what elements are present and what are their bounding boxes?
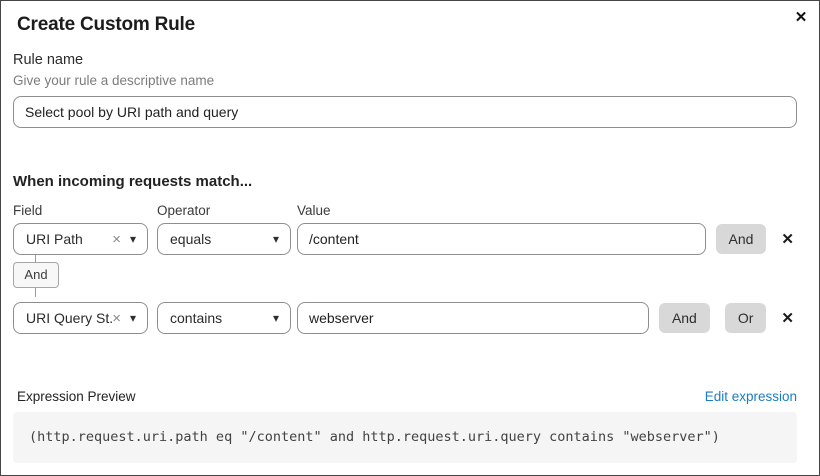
edit-expression-link[interactable]: Edit expression: [704, 389, 797, 404]
rule-name-label: Rule name: [13, 52, 84, 68]
delete-row-icon[interactable]: ✕: [781, 309, 794, 327]
clear-icon[interactable]: ×: [112, 309, 121, 327]
and-button[interactable]: And: [658, 303, 710, 333]
operator-column-label: Operator: [157, 203, 211, 218]
dialog-content: Rule name Give your rule a descriptive n…: [1, 52, 819, 463]
match-heading: When incoming requests match...: [13, 173, 253, 190]
delete-row-icon[interactable]: ✕: [781, 230, 794, 248]
connector-line: [35, 255, 36, 262]
chevron-down-icon: ▾: [272, 232, 279, 246]
field-select[interactable]: URI Query St... × ▾: [13, 302, 148, 334]
and-button[interactable]: And: [715, 224, 767, 254]
value-input[interactable]: [297, 223, 706, 255]
field-select-value: URI Path: [26, 231, 83, 247]
page-title: Create Custom Rule: [17, 14, 195, 35]
operator-select-value: contains: [170, 310, 223, 326]
expression-header: Expression Preview Edit expression: [13, 389, 797, 404]
column-labels: Field Operator Value: [13, 203, 797, 218]
value-column-label: Value: [297, 203, 331, 218]
row-connector: And: [13, 255, 797, 297]
condition-row-2: URI Query St... × ▾ contains ▾ And Or ✕: [13, 302, 797, 334]
chevron-down-icon: ▾: [129, 311, 136, 325]
condition-row-1: URI Path × ▾ equals ▾ And ✕: [13, 223, 797, 255]
chevron-down-icon: ▾: [272, 311, 279, 325]
expression-preview-label: Expression Preview: [17, 389, 136, 404]
field-column-label: Field: [13, 203, 43, 218]
expression-code-block: (http.request.uri.path eq "/content" and…: [13, 412, 797, 463]
close-icon[interactable]: ✕: [790, 7, 812, 29]
value-input[interactable]: [297, 302, 649, 334]
rule-name-helper: Give your rule a descriptive name: [13, 73, 215, 88]
field-select[interactable]: URI Path × ▾: [13, 223, 148, 255]
or-button[interactable]: Or: [724, 303, 767, 333]
clear-icon[interactable]: ×: [112, 230, 121, 248]
connector-line: [35, 288, 36, 297]
operator-select[interactable]: equals ▾: [157, 223, 291, 255]
chevron-down-icon: ▾: [129, 232, 136, 246]
expression-text: (http.request.uri.path eq "/content" and…: [29, 429, 720, 445]
dialog-header: Create Custom Rule ✕: [1, 1, 819, 36]
operator-select-value: equals: [170, 231, 212, 247]
operator-select[interactable]: contains ▾: [157, 302, 291, 334]
rule-name-input[interactable]: [13, 96, 797, 128]
field-select-value: URI Query St...: [26, 310, 113, 326]
and-connector-chip[interactable]: And: [13, 262, 59, 288]
